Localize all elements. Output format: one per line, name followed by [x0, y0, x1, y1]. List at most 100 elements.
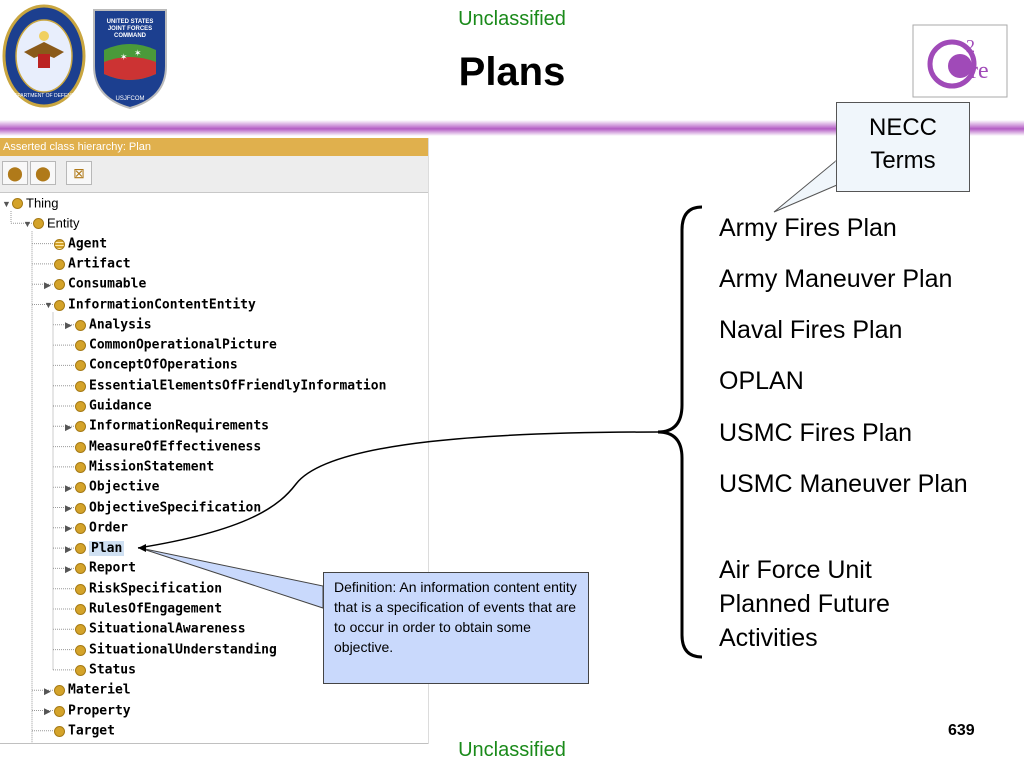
tree-node-label: Objective	[89, 479, 160, 495]
tree-node[interactable]: ▼Entity	[23, 213, 80, 233]
term-air-force-unit-planned-future-activities: Air Force Unit Planned Future Activities	[719, 556, 890, 652]
dod-seal-logo: DEPARTMENT OF DEFENSE	[2, 4, 86, 108]
jfcom-seal-bottom: USJFCOM	[116, 96, 145, 102]
tree-node[interactable]: ▶ Report	[65, 558, 136, 578]
expanded-toggle-icon[interactable]: ▼	[2, 198, 11, 209]
collapsed-toggle-icon[interactable]: ▶	[65, 320, 72, 331]
expanded-toggle-icon[interactable]: ▼	[44, 300, 53, 311]
expanded-toggle-icon[interactable]: ▼	[23, 218, 32, 229]
collapsed-toggle-icon[interactable]: ▶	[65, 523, 72, 534]
tree-node-label: Order	[89, 520, 129, 536]
tree-node-label: MissionStatement	[89, 459, 215, 475]
tree-node-label: SituationalUnderstanding	[89, 642, 277, 658]
tree-node[interactable]: EssentialElementsOfFriendlyInformation	[65, 376, 386, 396]
classification-top: Unclassified	[458, 8, 566, 30]
tree-node-label: RiskSpecification	[89, 581, 223, 597]
tree-node[interactable]: ConceptOfOperations	[65, 355, 238, 375]
tree-node-label: InformationContentEntity	[68, 297, 256, 313]
tree-node-label: Agent	[68, 236, 108, 252]
tree-node[interactable]: ▶ Property	[44, 701, 131, 721]
tree-node[interactable]: MeasureOfEffectiveness	[65, 437, 261, 457]
class-icon	[54, 238, 65, 250]
class-icon	[12, 198, 23, 210]
panel-toolbar: ⬤ ⬤ ⊠	[0, 156, 428, 193]
tree-node[interactable]: Target	[44, 721, 115, 741]
tree-node[interactable]: ▼ Thing	[2, 193, 59, 213]
page-number: 639	[948, 722, 975, 739]
tree-node[interactable]: ▼ InformationContentEntity	[44, 295, 256, 315]
tree-node-label: Artifact	[68, 256, 131, 272]
class-icon	[75, 664, 86, 676]
dod-seal-text: DEPARTMENT OF DEFENSE	[10, 93, 78, 99]
collapsed-toggle-icon[interactable]: ▶	[65, 563, 72, 574]
panel-bottom-divider	[0, 743, 428, 744]
jfcom-seal-logo: UNITED STATES JOINT FORCES COMMAND ✶ ✶ U…	[93, 9, 167, 110]
class-icon	[75, 461, 86, 473]
add-sibling-button[interactable]: ⬤	[30, 161, 56, 185]
term-usmc-maneuver-plan: USMC Maneuver Plan	[719, 470, 968, 498]
tree-node[interactable]: SituationalAwareness	[65, 619, 246, 639]
tree-node-label: CommonOperationalPicture	[89, 337, 277, 353]
tree-node[interactable]: Status	[65, 660, 136, 680]
tree-node[interactable]: SituationalUnderstanding	[65, 640, 277, 660]
tree-node-label: Property	[68, 703, 131, 719]
delete-class-button[interactable]: ⊠	[66, 161, 92, 185]
class-icon	[54, 299, 65, 311]
tree-node-label: Thing	[26, 195, 59, 211]
term-army-maneuver-plan: Army Maneuver Plan	[719, 265, 953, 293]
panel-header: Asserted class hierarchy: Plan	[0, 138, 428, 156]
svg-text:✶: ✶	[134, 48, 142, 58]
tree-node[interactable]: MissionStatement	[65, 457, 214, 477]
tree-node[interactable]: ▶InformationRequirements	[65, 416, 269, 436]
curly-brace	[657, 205, 703, 659]
collapsed-toggle-icon[interactable]: ▶	[44, 279, 51, 290]
class-icon	[75, 543, 86, 555]
tree-node[interactable]: ▶Materiel	[44, 680, 131, 700]
slide-title: Plans	[458, 50, 566, 94]
tree-node[interactable]: CommonOperationalPicture	[65, 335, 277, 355]
tree-node[interactable]: Agent	[44, 234, 107, 254]
collapsed-toggle-icon[interactable]: ▶	[65, 482, 72, 493]
classification-bottom: Unclassified	[458, 739, 566, 761]
class-icon	[54, 258, 65, 270]
class-icon	[75, 583, 86, 595]
class-icon	[75, 624, 86, 636]
tree-node-label: SituationalAwareness	[89, 621, 246, 637]
tree-node-label: ConceptOfOperations	[89, 357, 238, 373]
collapsed-toggle-icon[interactable]: ▶	[65, 543, 72, 554]
tree-node[interactable]: ▶Consumable	[44, 274, 146, 294]
jfcom-seal-title-3: COMMAND	[114, 33, 147, 39]
collapsed-toggle-icon[interactable]: ▶	[44, 685, 51, 696]
svg-text:re: re	[970, 58, 989, 84]
tree-node[interactable]: RiskSpecification	[65, 579, 222, 599]
add-subclass-button[interactable]: ⬤	[2, 161, 28, 185]
term-oplan: OPLAN	[719, 367, 804, 395]
class-icon	[75, 360, 86, 372]
collapsed-toggle-icon[interactable]: ▶	[65, 421, 72, 432]
tree-node-label: EssentialElementsOfFriendlyInformation	[89, 378, 387, 394]
class-icon	[54, 685, 65, 697]
class-icon	[75, 441, 86, 453]
tree-node[interactable]: RulesOfEngagement	[65, 599, 222, 619]
jfcom-seal-title-2: JOINT FORCES	[108, 26, 152, 32]
svg-text:✶: ✶	[120, 52, 128, 62]
tree-node-label: Report	[89, 560, 136, 576]
tree-node[interactable]: Guidance	[65, 396, 152, 416]
tree-node[interactable]: ▶Analysis	[65, 315, 152, 335]
tree-node-label: Target	[68, 723, 115, 739]
collapsed-toggle-icon[interactable]: ▶	[44, 706, 51, 717]
tree-node[interactable]: ▶ Objective	[65, 477, 159, 497]
class-icon	[75, 644, 86, 656]
tree-node-label: RulesOfEngagement	[89, 601, 223, 617]
tree-node[interactable]: ▶ Order	[65, 518, 128, 538]
tree-node-label: MeasureOfEffectiveness	[89, 439, 262, 455]
class-icon	[75, 522, 86, 534]
tree-node[interactable]: Artifact	[44, 254, 131, 274]
tree-node[interactable]: ▶ Plan	[65, 538, 125, 558]
definition-callout: Definition: An information content entit…	[323, 572, 589, 684]
class-icon	[75, 421, 86, 433]
class-icon	[54, 279, 65, 291]
collapsed-toggle-icon[interactable]: ▶	[65, 503, 72, 514]
tree-node[interactable]: ▶ObjectiveSpecification	[65, 498, 261, 518]
tree-node-label: Plan	[89, 540, 125, 556]
